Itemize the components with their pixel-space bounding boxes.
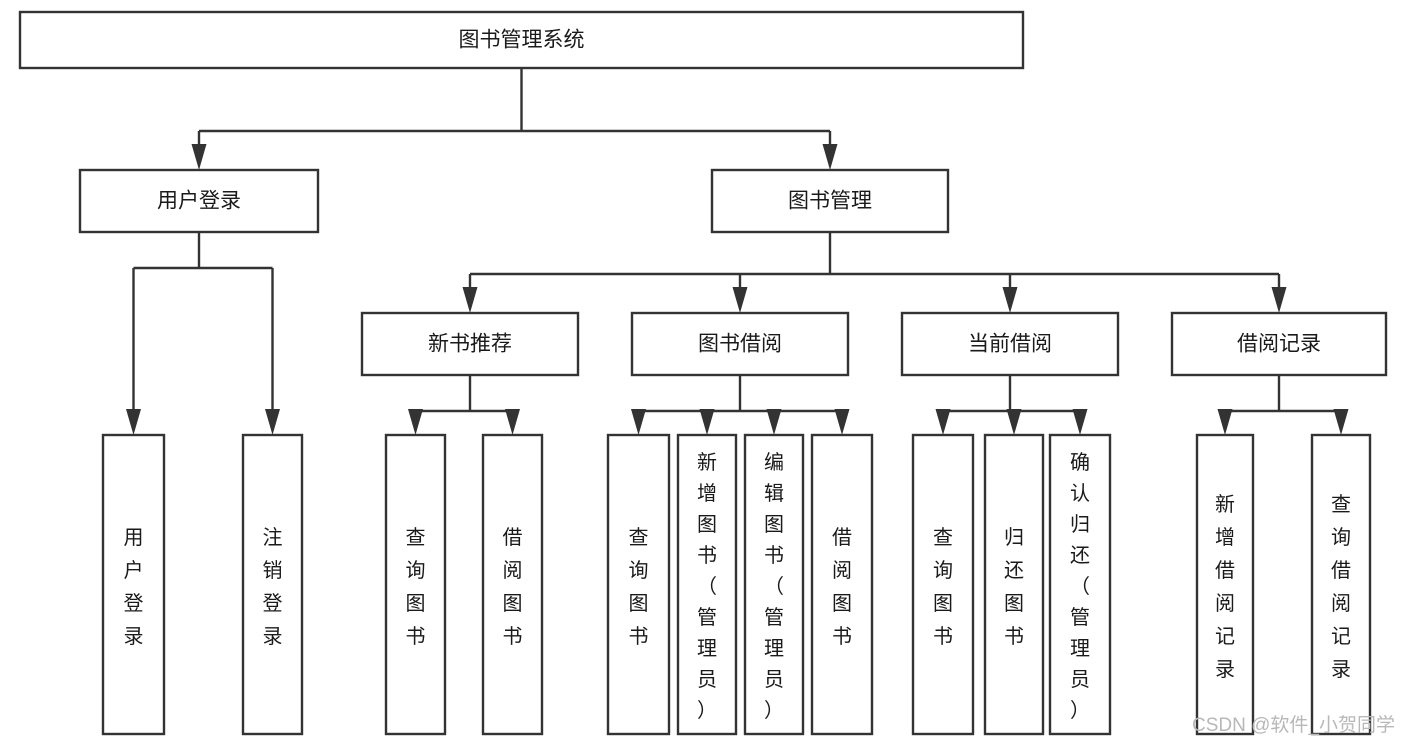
book-manage-to-book-borrow-arrowhead xyxy=(732,287,748,313)
borrow-record-to-leaf-add-record-arrowhead xyxy=(1217,409,1233,435)
node-leaf-user-logout-label: 注销登录 xyxy=(263,526,283,648)
connector-layer xyxy=(126,68,1349,435)
node-borrow-record-box xyxy=(1170,311,1388,377)
node-new-book-rec[interactable]: 新书推荐 xyxy=(360,311,580,377)
node-layer: 图书管理系统用户登录图书管理新书推荐图书借阅当前借阅借阅记录用户登录注销登录查询… xyxy=(18,10,1388,736)
new-book-rec-to-leaf-borrow-book-1-arrowhead xyxy=(505,409,520,435)
node-current-borrow-box xyxy=(900,311,1120,377)
node-leaf-borrow-book-2[interactable]: 借阅图书 xyxy=(810,433,874,736)
node-book-manage-box xyxy=(710,168,950,234)
node-user-login[interactable]: 用户登录 xyxy=(78,168,320,234)
node-leaf-add-book-box xyxy=(676,433,738,736)
book-borrow-to-leaf-query-book-2-arrowhead xyxy=(631,409,646,435)
book-manage-to-current-borrow-arrowhead xyxy=(1002,287,1018,313)
node-leaf-user-login[interactable]: 用户登录 xyxy=(101,433,166,736)
node-root-system[interactable]: 图书管理系统 xyxy=(18,10,1025,70)
node-leaf-query-book-3-label: 查询图书 xyxy=(933,526,953,648)
node-leaf-return-book-label: 归还图书 xyxy=(1004,526,1024,648)
node-leaf-add-book[interactable]: 新增图书（管理员） xyxy=(676,433,738,736)
book-manage-to-borrow-record-arrowhead xyxy=(1271,287,1287,313)
node-leaf-user-login-label: 用户登录 xyxy=(124,527,144,648)
book-borrow-to-leaf-add-book-arrowhead xyxy=(699,409,715,435)
node-leaf-query-book-3[interactable]: 查询图书 xyxy=(911,433,975,736)
node-leaf-query-book-1[interactable]: 查询图书 xyxy=(384,433,447,736)
node-leaf-add-record[interactable]: 新增借阅记录 xyxy=(1195,433,1255,736)
root-to-user-login-arrowhead xyxy=(191,144,207,170)
node-leaf-confirm-return[interactable]: 确认归还（管理员） xyxy=(1048,433,1112,736)
node-leaf-query-book-2-box xyxy=(606,433,671,736)
node-new-book-rec-label: 新书推荐 xyxy=(428,333,512,356)
node-current-borrow-label: 当前借阅 xyxy=(968,333,1052,356)
node-leaf-query-book-1-box xyxy=(384,433,447,736)
node-user-login-label: 用户登录 xyxy=(157,190,241,213)
node-new-book-rec-box xyxy=(360,311,580,377)
book-borrow-to-leaf-edit-book-arrowhead xyxy=(766,409,782,435)
new-book-rec-to-leaf-query-book-1-arrowhead xyxy=(408,409,423,435)
node-borrow-record-label: 借阅记录 xyxy=(1237,333,1321,356)
node-book-manage-label: 图书管理 xyxy=(788,190,872,213)
current-borrow-to-leaf-return-book-arrowhead xyxy=(1006,409,1022,435)
node-leaf-user-logout-box xyxy=(241,433,304,736)
node-leaf-borrow-book-1-label: 借阅图书 xyxy=(503,526,523,648)
borrow-record-to-leaf-query-record-arrowhead xyxy=(1333,409,1349,435)
node-leaf-return-book-box xyxy=(983,433,1045,736)
node-leaf-query-book-2-label: 查询图书 xyxy=(629,526,649,648)
node-book-borrow-label: 图书借阅 xyxy=(698,333,782,356)
node-leaf-confirm-return-box xyxy=(1048,433,1112,736)
node-leaf-query-book-1-label: 查询图书 xyxy=(406,526,426,648)
node-leaf-query-record-box xyxy=(1310,433,1372,736)
node-leaf-query-book-3-box xyxy=(911,433,975,736)
node-book-manage[interactable]: 图书管理 xyxy=(710,168,950,234)
node-leaf-query-record-label: 查询借阅记录 xyxy=(1331,493,1351,681)
node-current-borrow[interactable]: 当前借阅 xyxy=(900,311,1120,377)
node-leaf-return-book[interactable]: 归还图书 xyxy=(983,433,1045,736)
node-leaf-borrow-book-2-box xyxy=(810,433,874,736)
node-leaf-borrow-book-2-label: 借阅图书 xyxy=(832,526,852,648)
csdn-watermark: CSDN @软件_小贺同学 xyxy=(1192,714,1395,736)
node-leaf-borrow-book-1-box xyxy=(481,433,544,736)
book-borrow-to-leaf-borrow-book-2-arrowhead xyxy=(834,409,850,435)
current-borrow-to-leaf-query-book-3-arrowhead xyxy=(935,409,951,435)
node-borrow-record[interactable]: 借阅记录 xyxy=(1170,311,1388,377)
current-borrow-to-leaf-confirm-return-arrowhead xyxy=(1072,409,1088,435)
node-leaf-confirm-return-label: 确认归还（管理员） xyxy=(1070,451,1090,722)
node-book-borrow-box xyxy=(630,311,850,377)
root-to-book-manage-arrowhead xyxy=(822,144,838,170)
node-book-borrow[interactable]: 图书借阅 xyxy=(630,311,850,377)
node-leaf-add-record-box xyxy=(1195,433,1255,736)
node-leaf-query-record[interactable]: 查询借阅记录 xyxy=(1310,433,1372,736)
node-leaf-add-book-label: 新增图书（管理员） xyxy=(697,451,717,722)
node-leaf-edit-book-box xyxy=(743,433,805,736)
node-leaf-borrow-book-1[interactable]: 借阅图书 xyxy=(481,433,544,736)
node-leaf-user-login-box xyxy=(101,433,166,736)
book-manage-to-new-book-rec-arrowhead xyxy=(462,287,478,313)
node-leaf-edit-book[interactable]: 编辑图书（管理员） xyxy=(743,433,805,736)
node-root-system-label: 图书管理系统 xyxy=(459,29,585,52)
user-login-to-leaf-user-login-arrowhead xyxy=(126,409,141,435)
node-leaf-query-book-2[interactable]: 查询图书 xyxy=(606,433,671,736)
node-user-login-box xyxy=(78,168,320,234)
node-leaf-add-record-label: 新增借阅记录 xyxy=(1215,493,1235,681)
node-root-system-box xyxy=(18,10,1025,70)
user-login-to-leaf-user-logout-arrowhead xyxy=(265,409,280,435)
node-leaf-edit-book-label: 编辑图书（管理员） xyxy=(764,451,784,722)
node-leaf-user-logout[interactable]: 注销登录 xyxy=(241,433,304,736)
